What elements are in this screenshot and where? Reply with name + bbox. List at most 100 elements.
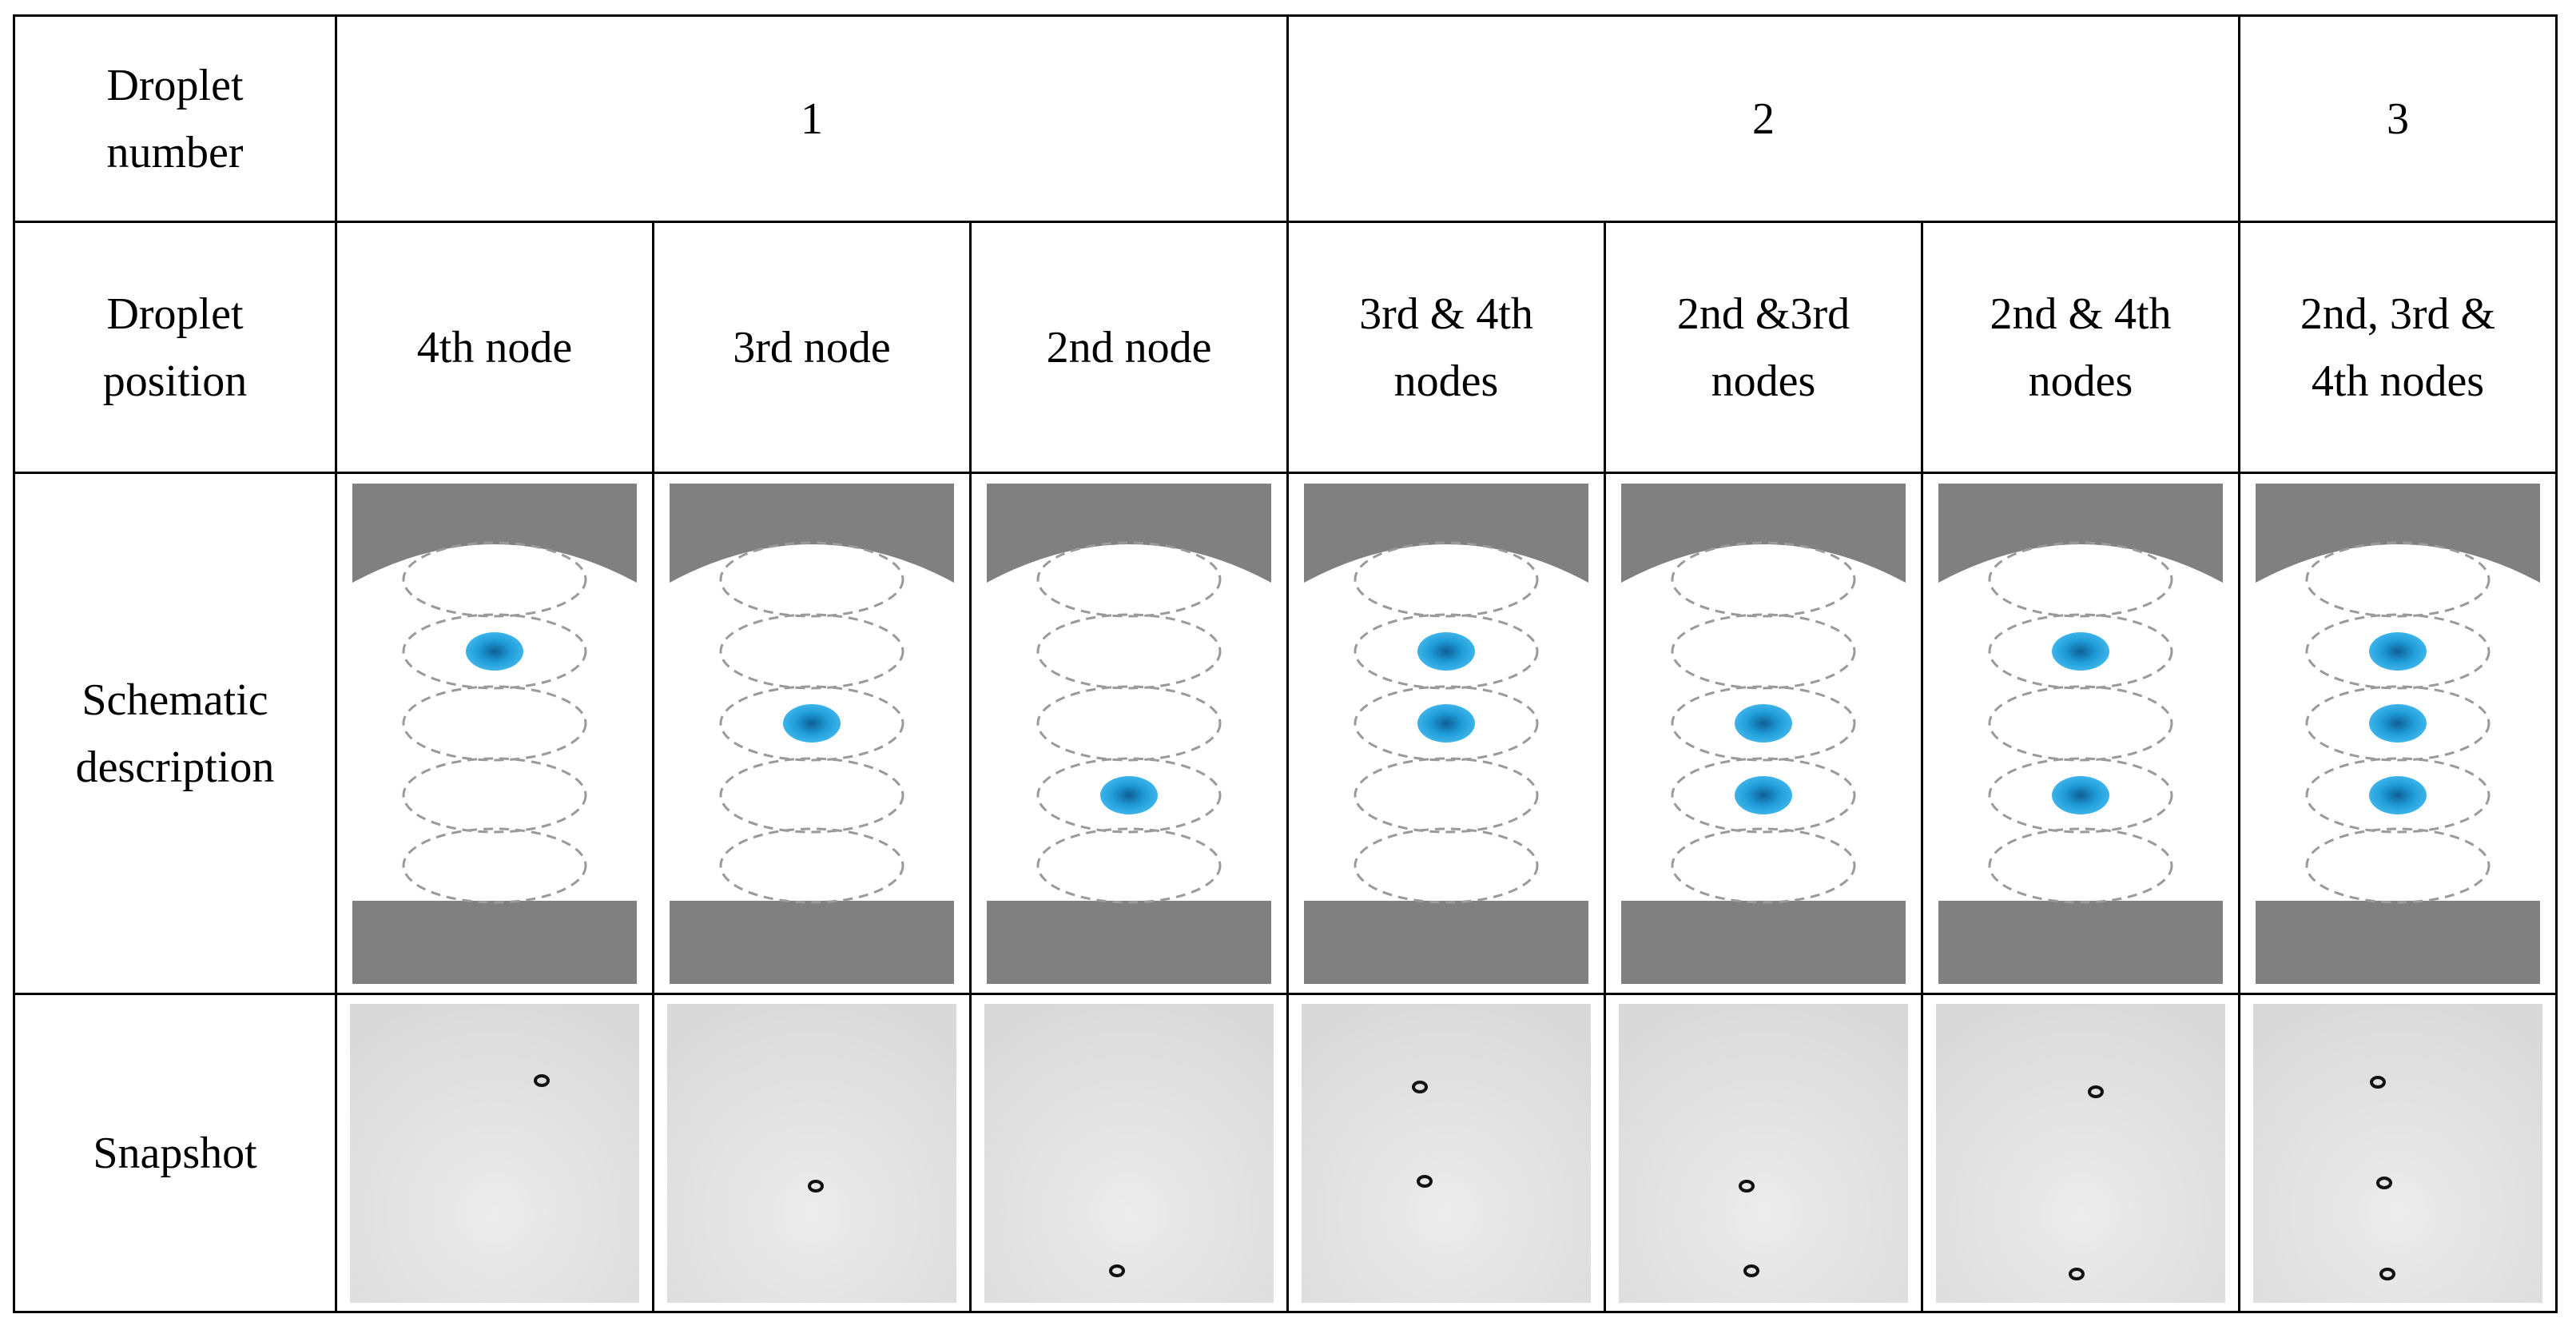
dashed-node-ring bbox=[1671, 757, 1856, 833]
dashed-node-ring bbox=[1988, 827, 2173, 903]
snapshot-droplet bbox=[1739, 1179, 1755, 1193]
lower-plate bbox=[352, 900, 637, 984]
dashed-node-ring bbox=[402, 827, 587, 903]
lower-plate bbox=[1304, 900, 1588, 984]
droplet bbox=[2052, 631, 2109, 671]
droplet bbox=[2369, 775, 2427, 814]
snapshot-image bbox=[350, 1003, 639, 1303]
dashed-node-ring bbox=[1354, 827, 1539, 903]
snapshot-background bbox=[1619, 1003, 1908, 1303]
snapshot-droplet bbox=[534, 1073, 550, 1087]
upper-plate bbox=[1621, 483, 1906, 583]
snapshot-image bbox=[1302, 1003, 1591, 1303]
dashed-node-ring bbox=[402, 613, 587, 689]
position-cell: 2nd &3rd nodes bbox=[1604, 221, 1923, 474]
dashed-node-ring bbox=[1988, 541, 2173, 617]
row-droplet-number: Droplet number 1 2 3 bbox=[13, 14, 2558, 223]
dashed-node-ring bbox=[1671, 613, 1856, 689]
position-cell: 2nd & 4th nodes bbox=[1921, 221, 2240, 474]
dashed-node-ring bbox=[1354, 757, 1539, 833]
schematic-cell bbox=[1921, 472, 2240, 995]
schematic-cell bbox=[2238, 472, 2558, 995]
droplet bbox=[1735, 775, 1792, 814]
upper-plate bbox=[1304, 483, 1588, 583]
dashed-node-ring bbox=[402, 541, 587, 617]
snapshot-background bbox=[2253, 1003, 2542, 1303]
droplet bbox=[466, 631, 523, 671]
row-snapshot: Snapshot bbox=[13, 993, 2558, 1313]
dashed-node-ring bbox=[1354, 685, 1539, 761]
snapshot-background bbox=[350, 1003, 639, 1303]
dashed-node-ring bbox=[1036, 541, 1222, 617]
dashed-node-ring bbox=[719, 685, 904, 761]
dashed-node-ring bbox=[1036, 613, 1222, 689]
droplet bbox=[783, 703, 841, 743]
dashed-node-ring bbox=[2305, 757, 2491, 833]
droplet bbox=[1735, 703, 1792, 743]
upper-plate bbox=[1938, 483, 2223, 583]
snapshot-background bbox=[984, 1003, 1274, 1303]
snapshot-droplet bbox=[1109, 1264, 1125, 1277]
schematic-cell bbox=[1286, 472, 1606, 995]
lower-plate bbox=[987, 900, 1271, 984]
dashed-node-ring bbox=[2305, 541, 2491, 617]
schematic-diagram bbox=[1304, 483, 1588, 984]
lower-plate bbox=[1938, 900, 2223, 984]
schematic-cell bbox=[652, 472, 972, 995]
schematic-diagram bbox=[670, 483, 954, 984]
snapshot-cell bbox=[969, 993, 1289, 1313]
schematic-diagram bbox=[1621, 483, 1906, 984]
schematic-diagram bbox=[1938, 483, 2223, 984]
droplet bbox=[1417, 703, 1475, 743]
schematic-diagram bbox=[987, 483, 1271, 984]
dashed-node-ring bbox=[1671, 827, 1856, 903]
snapshot-image bbox=[1936, 1003, 2225, 1303]
lower-plate bbox=[2256, 900, 2540, 984]
snapshot-image bbox=[2253, 1003, 2542, 1303]
droplet bbox=[2052, 775, 2109, 814]
upper-plate bbox=[352, 483, 637, 583]
upper-plate bbox=[2256, 483, 2540, 583]
dashed-node-ring bbox=[1036, 827, 1222, 903]
position-cell: 2nd node bbox=[969, 221, 1289, 474]
schematic-cell bbox=[335, 472, 654, 995]
droplet bbox=[2369, 703, 2427, 743]
snapshot-droplet bbox=[2376, 1176, 2392, 1189]
droplet bbox=[1417, 631, 1475, 671]
snapshot-droplet bbox=[1743, 1264, 1759, 1277]
dashed-node-ring bbox=[1988, 613, 2173, 689]
dashed-node-ring bbox=[1988, 757, 2173, 833]
snapshot-droplet bbox=[2379, 1267, 2395, 1280]
snapshot-droplet bbox=[808, 1179, 824, 1193]
snapshot-cell bbox=[1604, 993, 1923, 1313]
dashed-node-ring bbox=[2305, 685, 2491, 761]
dashed-node-ring bbox=[1671, 541, 1856, 617]
row-header-droplet-number: Droplet number bbox=[13, 14, 337, 223]
snapshot-droplet bbox=[2069, 1267, 2085, 1280]
schematic-cell bbox=[1604, 472, 1923, 995]
dashed-node-ring bbox=[1036, 757, 1222, 833]
snapshot-droplet bbox=[2370, 1075, 2386, 1089]
upper-plate bbox=[670, 483, 954, 583]
row-schematic: Schematic description bbox=[13, 472, 2558, 995]
dashed-node-ring bbox=[719, 827, 904, 903]
row-header-droplet-position: Droplet position bbox=[13, 221, 337, 474]
row-header-label: Droplet number bbox=[106, 60, 244, 177]
dashed-node-ring bbox=[719, 541, 904, 617]
row-header-schematic: Schematic description bbox=[13, 472, 337, 995]
dashed-node-ring bbox=[719, 757, 904, 833]
snapshot-cell bbox=[652, 993, 972, 1313]
schematic-cell bbox=[969, 472, 1289, 995]
dashed-node-ring bbox=[1354, 541, 1539, 617]
dashed-node-ring bbox=[2305, 613, 2491, 689]
lower-plate bbox=[670, 900, 954, 984]
snapshot-cell bbox=[1286, 993, 1606, 1313]
snapshot-droplet bbox=[1412, 1080, 1428, 1093]
snapshot-image bbox=[667, 1003, 956, 1303]
snapshot-background bbox=[667, 1003, 956, 1303]
droplet bbox=[1100, 775, 1158, 814]
droplet-number-cell-2: 2 bbox=[1286, 14, 2240, 223]
droplet bbox=[2369, 631, 2427, 671]
schematic-diagram bbox=[352, 483, 637, 984]
dashed-node-ring bbox=[1671, 685, 1856, 761]
